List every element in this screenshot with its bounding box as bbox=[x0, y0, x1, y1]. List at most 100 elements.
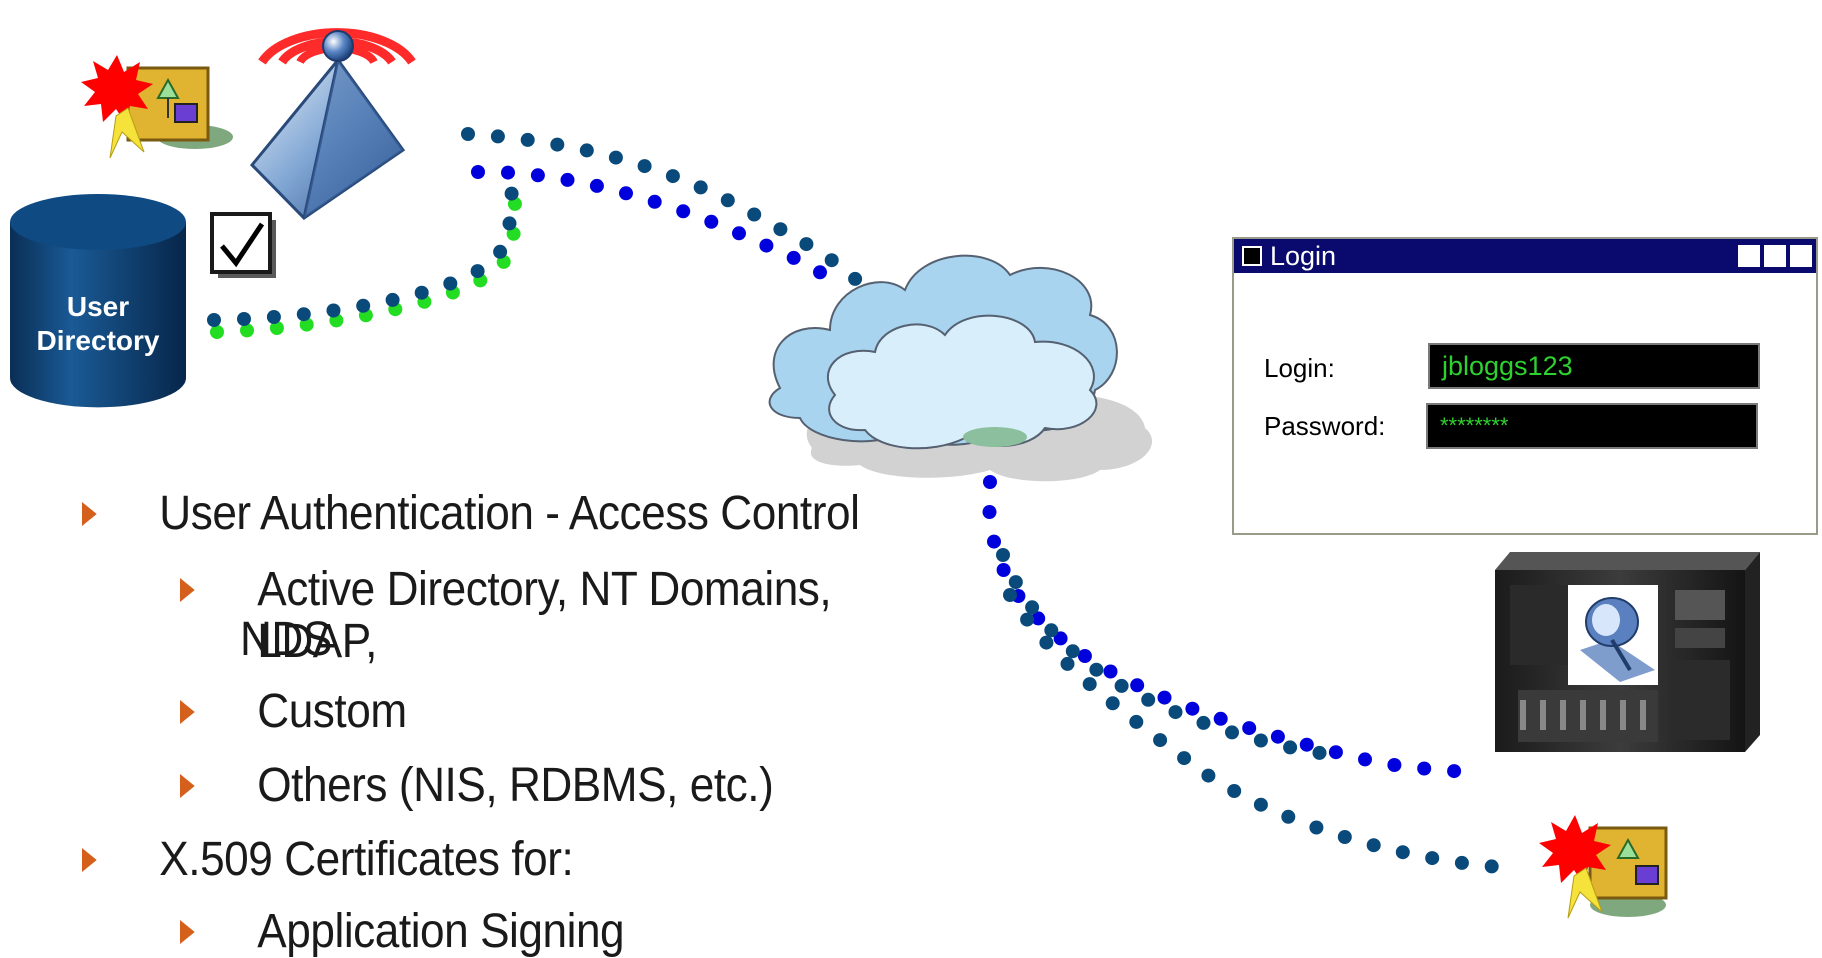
user-directory-label-line2: Directory bbox=[36, 325, 160, 356]
connection-dot bbox=[747, 207, 762, 222]
connection-dot bbox=[1253, 733, 1268, 748]
connection-dot bbox=[1299, 737, 1314, 752]
connection-dot bbox=[1031, 611, 1046, 626]
connection-dot bbox=[1130, 678, 1145, 693]
connection-dot bbox=[1185, 701, 1200, 716]
connection-dot bbox=[550, 137, 565, 152]
connection-dot bbox=[732, 226, 746, 241]
connection-dot bbox=[619, 186, 633, 201]
login-window: Login Login: jbloggs123 Password: ******… bbox=[1232, 237, 1818, 535]
connection-lines bbox=[207, 127, 1499, 874]
connection-dot bbox=[240, 323, 254, 338]
bullet-text: Others (NIS, RDBMS, etc.) bbox=[257, 759, 774, 812]
connection-dot bbox=[1168, 705, 1183, 720]
connection-dot bbox=[461, 127, 475, 141]
connection-dot bbox=[1283, 740, 1298, 755]
connection-dot bbox=[1425, 851, 1440, 866]
login-field[interactable]: jbloggs123 bbox=[1428, 343, 1760, 389]
user-directory-label: User Directory bbox=[18, 290, 178, 358]
connection-dot bbox=[443, 276, 458, 291]
connection-dot bbox=[824, 253, 839, 268]
connection-dot bbox=[493, 244, 508, 259]
connection-dot bbox=[1196, 715, 1211, 730]
connection-dot bbox=[530, 168, 545, 183]
connection-dot bbox=[579, 143, 594, 158]
connection-dot bbox=[786, 250, 801, 265]
connection-dot bbox=[1177, 751, 1192, 766]
connection-dot bbox=[1358, 752, 1372, 767]
connection-dot bbox=[996, 548, 1010, 562]
login-label: Login: bbox=[1264, 353, 1335, 383]
dish-icon bbox=[1580, 597, 1655, 682]
connection-dot bbox=[1044, 623, 1059, 638]
connection-dot bbox=[296, 307, 311, 322]
connection-dot bbox=[1060, 656, 1075, 671]
close-icon[interactable] bbox=[1790, 245, 1812, 267]
connection-dot bbox=[269, 321, 284, 335]
connection-dot bbox=[1242, 721, 1257, 736]
connection-dot bbox=[1395, 845, 1410, 860]
connection-dot bbox=[520, 132, 535, 147]
connection-dot bbox=[996, 563, 1011, 577]
connection-dot bbox=[1225, 725, 1239, 740]
connection-dot bbox=[1366, 838, 1381, 853]
bullet-item: Others (NIS, RDBMS, etc.) bbox=[180, 759, 774, 812]
connection-dot bbox=[1008, 575, 1023, 590]
connection-dot bbox=[237, 312, 251, 326]
minimize-icon[interactable] bbox=[1738, 245, 1760, 267]
connection-dot bbox=[1089, 662, 1104, 677]
bullet-item: Active Directory, NT Domains, LDAP, bbox=[180, 564, 934, 668]
connection-dot bbox=[502, 216, 517, 231]
connection-dot bbox=[608, 150, 623, 165]
connection-dot bbox=[1153, 733, 1168, 748]
window-menu-icon[interactable] bbox=[1242, 246, 1262, 266]
connection-dot bbox=[848, 271, 863, 286]
login-window-title: Login bbox=[1270, 240, 1337, 271]
certificate-icon bbox=[81, 55, 233, 159]
network-diagram bbox=[10, 28, 1760, 919]
connection-dot bbox=[773, 222, 788, 237]
connection-dot bbox=[693, 180, 708, 195]
connection-dot bbox=[1025, 600, 1040, 615]
bullet-continuation: NDS bbox=[240, 614, 332, 666]
connection-dot bbox=[414, 285, 429, 300]
server-link-navy-upper bbox=[996, 548, 1327, 760]
checkbox-icon bbox=[210, 212, 276, 278]
connection-dot bbox=[1454, 855, 1469, 870]
bullet-arrow-icon bbox=[180, 774, 195, 798]
connection-dot bbox=[1213, 711, 1228, 726]
connection-dot bbox=[1141, 692, 1156, 707]
connection-dot bbox=[1053, 631, 1068, 646]
connection-dot bbox=[987, 534, 1001, 549]
bullet-item: Application Signing bbox=[180, 906, 625, 958]
connection-dot bbox=[1157, 690, 1172, 705]
connection-dot bbox=[470, 264, 485, 279]
bullet-text: Active Directory, NT Domains, LDAP, bbox=[257, 563, 832, 668]
password-field[interactable]: ******** bbox=[1426, 403, 1758, 449]
bullet-text: NDS bbox=[240, 613, 332, 666]
connection-dot bbox=[1281, 809, 1296, 824]
maximize-icon[interactable] bbox=[1764, 245, 1786, 267]
connection-dot bbox=[1039, 635, 1054, 650]
connection-dot bbox=[1337, 830, 1352, 844]
bullet-arrow-icon bbox=[82, 848, 97, 872]
bullet-text: Custom bbox=[257, 685, 407, 738]
connection-dot bbox=[720, 193, 735, 208]
connection-dot bbox=[1114, 678, 1129, 693]
connection-dot bbox=[1387, 758, 1402, 772]
connection-dot bbox=[504, 186, 519, 201]
bullet-arrow-icon bbox=[180, 700, 195, 724]
connection-dot bbox=[1082, 677, 1097, 692]
bullet-text: X.509 Certificates for: bbox=[159, 833, 574, 886]
bullet-arrow-icon bbox=[180, 578, 195, 602]
connection-dot bbox=[1484, 859, 1499, 874]
connection-dot bbox=[1312, 745, 1327, 760]
connection-dot bbox=[385, 292, 400, 307]
bullet-item: User Authentication - Access Control bbox=[82, 488, 860, 540]
cert-link-navy bbox=[1003, 588, 1499, 874]
bullet-item: X.509 Certificates for: bbox=[82, 833, 574, 886]
user-directory-label-line1: User bbox=[66, 291, 130, 322]
bullet-item: Custom bbox=[180, 686, 407, 738]
connection-dot bbox=[1020, 612, 1035, 627]
connection-dot bbox=[1227, 784, 1242, 798]
